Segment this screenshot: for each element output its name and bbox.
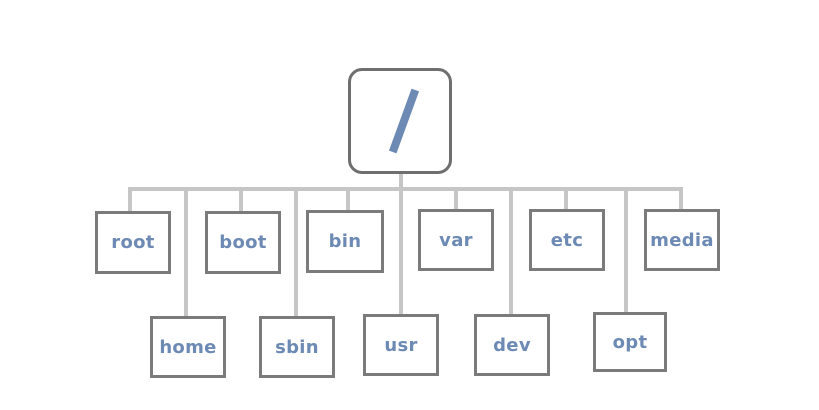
root-slash-glyph: [388, 88, 420, 154]
node-var: var: [418, 209, 494, 271]
node-etc: etc: [529, 209, 605, 271]
node-usr: usr: [363, 314, 439, 376]
node-bin: bin: [306, 210, 384, 273]
node-sbin: sbin: [259, 316, 335, 378]
node-boot: boot: [205, 211, 281, 274]
node-dev: dev: [474, 314, 550, 376]
node-opt: opt: [593, 312, 667, 372]
root-directory-node: [348, 68, 452, 174]
node-media: media: [644, 209, 720, 271]
node-home: home: [150, 316, 226, 378]
node-root: root: [95, 211, 171, 274]
